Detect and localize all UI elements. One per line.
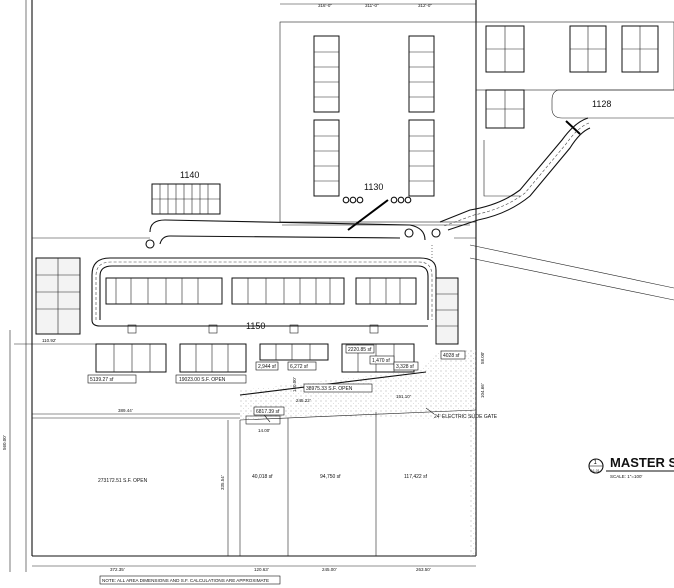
area-4028: 4028 sf (443, 353, 460, 359)
note-text: NOTE: ALL AREA DIMENSIONS AND S.F. CALCU… (102, 578, 269, 583)
building-1140-area: 1140 (151, 170, 221, 215)
building-1130-area: 1130 (279, 21, 477, 231)
dim-mid-2: 245.22' (296, 398, 311, 403)
top-dimension-line: 316'-0" 311'-0" 312'-0" (280, 3, 476, 8)
center-buildings-1150: 1150 (105, 277, 417, 331)
title-block: 1 A1.01 MASTER S SCALE: 1"=100' (588, 455, 674, 479)
area-1470: 1,470 sf (372, 358, 390, 364)
area-labels: 5139.27 sf 19023.00 S.F. OPEN 2,944 sf 6… (87, 344, 466, 484)
drive-loop-1150 (91, 219, 441, 327)
dim-top-3: 312'-0" (418, 3, 432, 8)
sheet-number: 1 (594, 460, 598, 466)
area-117422: 117,422 sf (404, 474, 428, 480)
lower-buildings (95, 324, 415, 373)
area-6272: 6,272 sf (290, 364, 308, 370)
right-side-building (435, 277, 459, 345)
label-1130: 1130 (364, 182, 383, 192)
dim-bot-2: 120.63' (254, 567, 269, 572)
area-19023: 19023.00 S.F. OPEN (179, 377, 226, 383)
dim-mid-3: 151.10' (396, 394, 411, 399)
dim-vert-2: 335.54' (220, 475, 225, 490)
dim-vert: 560.00' (2, 435, 7, 450)
bollard-left (145, 239, 155, 249)
area-2220: 2220.85 sf (348, 347, 372, 353)
left-side-building (35, 257, 81, 335)
dim-small-1: 140.00' (292, 377, 297, 392)
dim-right-2: 104.66' (480, 383, 485, 398)
note-box: NOTE: ALL AREA DIMENSIONS AND S.F. CALCU… (99, 575, 281, 585)
building-1128-area: 1128 (475, 21, 674, 197)
area-38975: 38975.33 S.F. OPEN (306, 386, 353, 392)
dimension-lines: 110.92' 560.00' 389.44' 245.22' 151.10' … (2, 330, 485, 572)
lower-lots (32, 371, 477, 556)
dim-top-2: 311'-0" (365, 3, 379, 8)
dim-top-1: 316'-0" (318, 3, 332, 8)
area-2944: 2,944 sf (258, 364, 276, 370)
dim-bot-4: 263.50' (416, 567, 431, 572)
dim-right-1: 58.00' (480, 352, 485, 364)
area-40018: 40,018 sf (252, 474, 273, 480)
area-3328: 3,328 sf (396, 364, 414, 370)
area-6817: 6817.39 sf (256, 409, 280, 415)
area-94750: 94,750 sf (320, 474, 341, 480)
gate-callout: 24' ELECTRIC SLIDE GATE (425, 407, 498, 420)
dim-mid: 389.44' (118, 408, 133, 413)
scale-text: SCALE: 1"=100' (610, 474, 642, 479)
sheet-ref: A1.01 (591, 469, 600, 473)
label-1128: 1128 (592, 99, 611, 109)
bollard-right-1 (404, 228, 414, 238)
dim-left: 110.92' (42, 338, 56, 343)
bollard-right-2 (431, 228, 441, 238)
access-drive (439, 117, 674, 301)
title-text: MASTER S (610, 455, 674, 470)
label-1140: 1140 (180, 170, 199, 180)
area-273172: 273172.51 S.F. OPEN (98, 478, 148, 484)
gate-1130 (347, 199, 389, 231)
label-1150: 1150 (246, 321, 265, 331)
area-5139: 5139.27 sf (90, 377, 114, 383)
gate-label: 24' ELECTRIC SLIDE GATE (434, 414, 498, 420)
bollards-1130 (342, 196, 412, 204)
dim-bot-1: 372.35' (110, 567, 125, 572)
dim-bot-3: 245.00' (322, 567, 337, 572)
dim-small-2: 14.00' (258, 428, 270, 433)
